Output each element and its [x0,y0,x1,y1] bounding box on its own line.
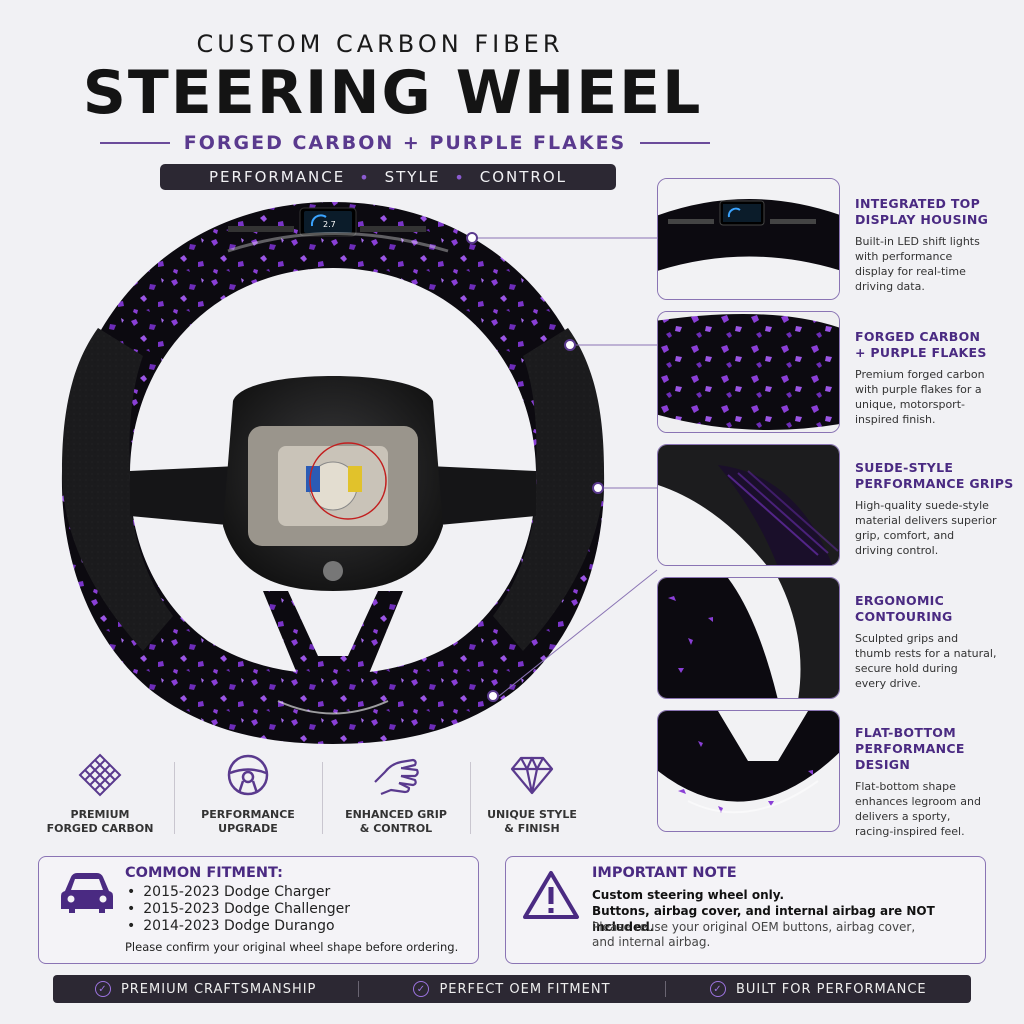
benefit-label: PERFORMANCE UPGRADE [201,808,295,835]
fitment-list: 2015-2023 Dodge Charger 2015-2023 Dodge … [127,884,350,935]
page-title: STEERING WHEEL [82,58,703,128]
kicker-text: CUSTOM CARBON FIBER [196,30,564,58]
dot-separator: • [454,167,466,187]
feature-photo-display [657,178,840,300]
steering-wheel-icon [227,754,269,796]
benefit-label: PREMIUM FORGED CARBON [46,808,154,835]
subtitle: FORGED CARBON + PURPLE FLAKES [183,132,627,154]
feature-desc: Flat-bottom shape enhances legroom and d… [855,780,981,838]
divider [470,762,471,834]
feature-photo-suede [657,444,840,566]
feature-forged-carbon: FORGED CARBON + PURPLE FLAKES Premium fo… [855,329,1015,427]
important-line-3: Please reuse your original OEM buttons, … [592,920,916,949]
feature-title: SUEDE-STYLE PERFORMANCE GRIPS [855,460,1014,491]
feature-suede-grips: SUEDE-STYLE PERFORMANCE GRIPS High-quali… [855,460,1015,558]
feature-flat-bottom: FLAT-BOTTOM PERFORMANCE DESIGN Flat-bott… [855,725,1015,839]
diamond-icon [510,756,554,795]
benefit-label: ENHANCED GRIP & CONTROL [345,808,447,835]
fitment-title: COMMON FITMENT: [125,865,283,881]
carbon-weave-icon [78,753,122,797]
list-item: 2015-2023 Dodge Charger [127,884,350,901]
divider-left [100,142,170,144]
fitment-card: COMMON FITMENT: 2015-2023 Dodge Charger … [38,856,479,964]
divider [358,981,360,997]
bottom-item-label: PREMIUM CRAFTSMANSHIP [120,981,317,997]
connector-lines [478,237,658,697]
feature-title: FORGED CARBON + PURPLE FLAKES [855,329,987,360]
fitment-note: Please confirm your original wheel shape… [125,940,459,954]
bottom-item: ✓ PERFECT OEM FITMENT [359,981,664,997]
important-note-card: IMPORTANT NOTE Custom steering wheel onl… [505,856,986,964]
feature-desc: High-quality suede-style material delive… [855,499,997,557]
display-housing-photo [658,179,839,299]
forged-carbon-photo [658,312,839,432]
important-line-2: Buttons, airbag cover, and internal airb… [592,904,935,934]
check-circle-icon: ✓ [94,981,111,997]
car-icon [61,873,113,913]
feature-title: ERGONOMIC CONTOURING [855,593,953,624]
bottom-bar: ✓ PREMIUM CRAFTSMANSHIP ✓ PERFECT OEM FI… [53,975,971,1003]
subtitle-row: FORGED CARBON + PURPLE FLAKES [100,130,711,156]
tag-performance: PERFORMANCE [209,168,346,186]
benefit-performance: PERFORMANCE UPGRADE [178,752,318,836]
feature-photo-carbon [657,311,840,433]
feature-title: FLAT-BOTTOM PERFORMANCE DESIGN [855,725,965,772]
feature-title: INTEGRATED TOP DISPLAY HOUSING [855,196,989,227]
warning-icon [523,871,579,919]
tag-style: STYLE [384,168,441,186]
benefit-grip: ENHANCED GRIP & CONTROL [326,752,466,836]
feature-photo-ergonomic [657,577,840,699]
check-circle-icon: ✓ [710,981,726,997]
benefit-style: UNIQUE STYLE & FINISH [462,752,602,836]
bottom-item: ✓ PREMIUM CRAFTSMANSHIP [53,981,358,997]
bottom-item-label: BUILT FOR PERFORMANCE [736,981,927,997]
steering-wheel-image: 2.7 [61,202,605,744]
divider [664,981,666,997]
divider [174,762,175,834]
suede-grip-photo [658,445,839,565]
feature-desc: Built-in LED shift lights with performan… [855,235,980,293]
bottom-item-label: PERFECT OEM FITMENT [439,981,611,997]
tag-bar: PERFORMANCE • STYLE • CONTROL [160,164,616,190]
display-readout: 2.7 [323,220,336,229]
feature-desc: Sculpted grips and thumb rests for a nat… [855,632,997,690]
benefit-forged-carbon: PREMIUM FORGED CARBON [30,752,170,836]
feature-photo-flat-bottom [657,710,840,832]
hand-grip-icon [374,758,419,796]
list-item: 2014-2023 Dodge Durango [127,918,350,935]
flat-bottom-photo [658,711,839,831]
feature-desc: Premium forged carbon with purple flakes… [855,368,985,426]
check-circle-icon: ✓ [413,981,430,997]
important-title: IMPORTANT NOTE [592,865,737,881]
feature-ergonomic: ERGONOMIC CONTOURING Sculpted grips and … [855,593,1015,691]
benefit-label: UNIQUE STYLE & FINISH [487,808,577,835]
bottom-item: ✓ BUILT FOR PERFORMANCE [666,981,971,997]
divider-right [640,142,711,144]
divider [322,762,323,834]
feature-display-housing: INTEGRATED TOP DISPLAY HOUSING Built-in … [855,196,1015,294]
ergonomic-photo [658,578,839,698]
important-line-1: Custom steering wheel only. [592,888,785,902]
dot-separator: • [359,167,371,187]
list-item: 2015-2023 Dodge Challenger [127,901,350,918]
tag-control: CONTROL [479,168,567,186]
